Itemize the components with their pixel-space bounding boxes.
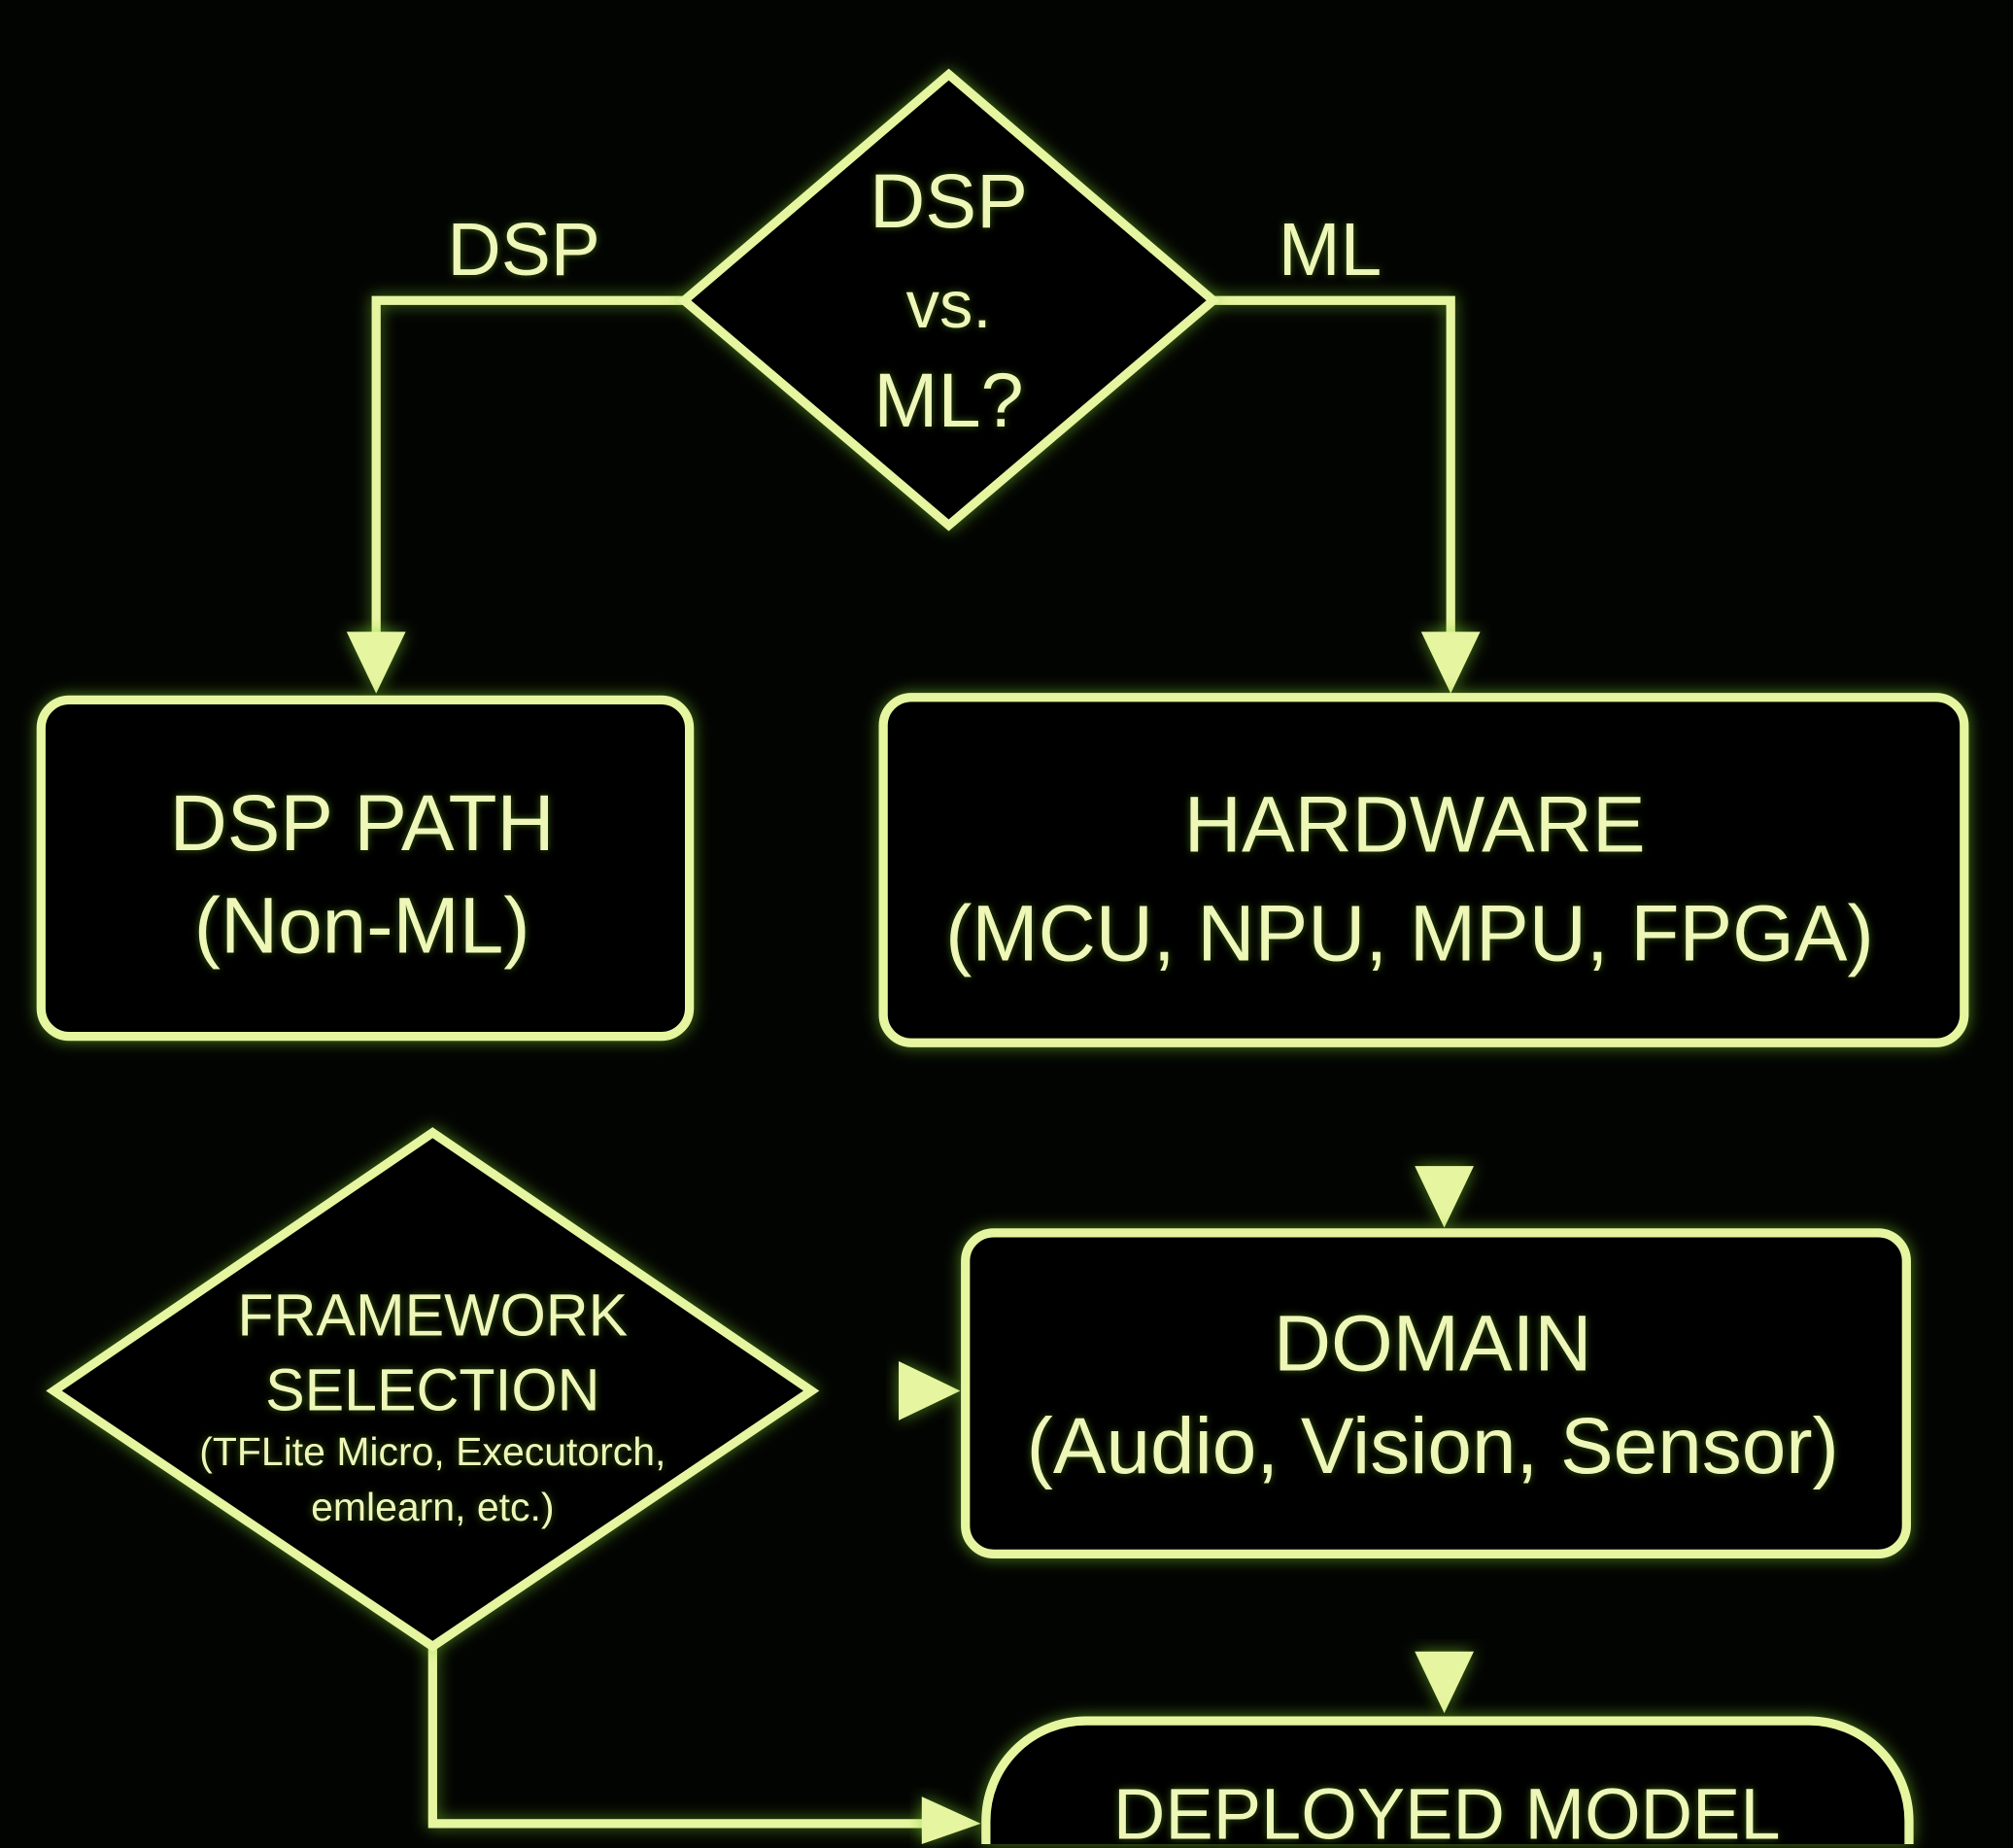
- dsp-path-subtitle: (Non-ML): [194, 882, 530, 971]
- decision-line-2: vs.: [906, 267, 992, 342]
- framework-detail-2: emlearn, etc.): [311, 1485, 554, 1529]
- hardware-box: [878, 693, 1969, 1047]
- framework-title-2: SELECTION: [265, 1356, 599, 1422]
- connector-ml: [1212, 295, 1455, 656]
- domain-box: [961, 1228, 1911, 1558]
- dsp-path-box: [36, 695, 695, 1042]
- connector-framework-deployed: [427, 1646, 938, 1829]
- decision-line-3: ML?: [873, 357, 1023, 443]
- domain-subtitle: (Audio, Vision, Sensor): [1027, 1402, 1839, 1490]
- dsp-path-title: DSP PATH: [170, 779, 555, 868]
- deployed-model-box: [981, 1716, 1914, 1845]
- framework-detail-1: (TFLite Micro, Executorch,: [199, 1429, 665, 1474]
- arrowhead-framework-deployed: [921, 1797, 981, 1845]
- hardware-subtitle: (MCU, NPU, MPU, FPGA): [945, 890, 1874, 978]
- arrowhead-framework-domain: [899, 1361, 961, 1420]
- arrowhead-deployed: [1415, 1651, 1474, 1714]
- decision-dsp-vs-ml: [677, 68, 1220, 531]
- deployed-model-title: DEPLOYED MODEL: [1113, 1774, 1781, 1848]
- arrowhead-dsp: [346, 632, 406, 694]
- arrowhead-ml: [1420, 632, 1481, 694]
- domain-title: DOMAIN: [1274, 1299, 1592, 1387]
- branch-label-dsp: DSP: [447, 209, 600, 291]
- connector-dsp: [371, 295, 685, 656]
- hardware-title: HARDWARE: [1184, 780, 1646, 869]
- branch-label-ml: ML: [1279, 209, 1382, 291]
- arrowhead-domain: [1415, 1166, 1474, 1228]
- framework-title-1: FRAMEWORK: [237, 1283, 628, 1349]
- decision-line-1: DSP: [870, 157, 1028, 244]
- decision-framework-selection: [46, 1127, 820, 1653]
